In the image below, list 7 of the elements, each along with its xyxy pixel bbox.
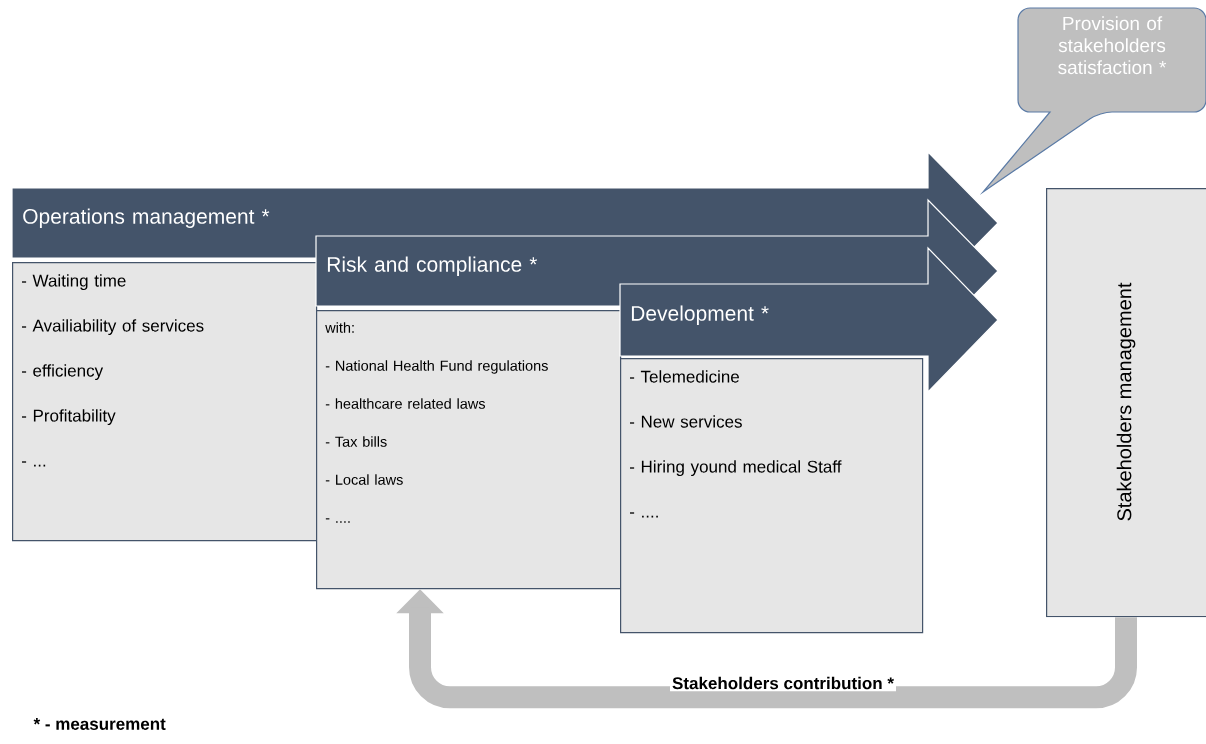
list-box: with: - National Health Fund regulations - healthcare related laws - Tax bills - Local laws - .... (316, 310, 622, 590)
stakeholder-box: Stakeholders management (1046, 188, 1206, 618)
footnote: * - measurement (33, 718, 166, 730)
edge-label: Stakeholders contribution * (672, 676, 894, 690)
list-box: - Waiting time - Availiability of services - efficiency - Profitability - ... (12, 262, 318, 542)
speech-bubble: Provision of stakeholders satisfaction * (982, 7, 1206, 193)
list-box: - Telemedicine - New services - Hiring yound medical Staff - .... (620, 358, 924, 634)
